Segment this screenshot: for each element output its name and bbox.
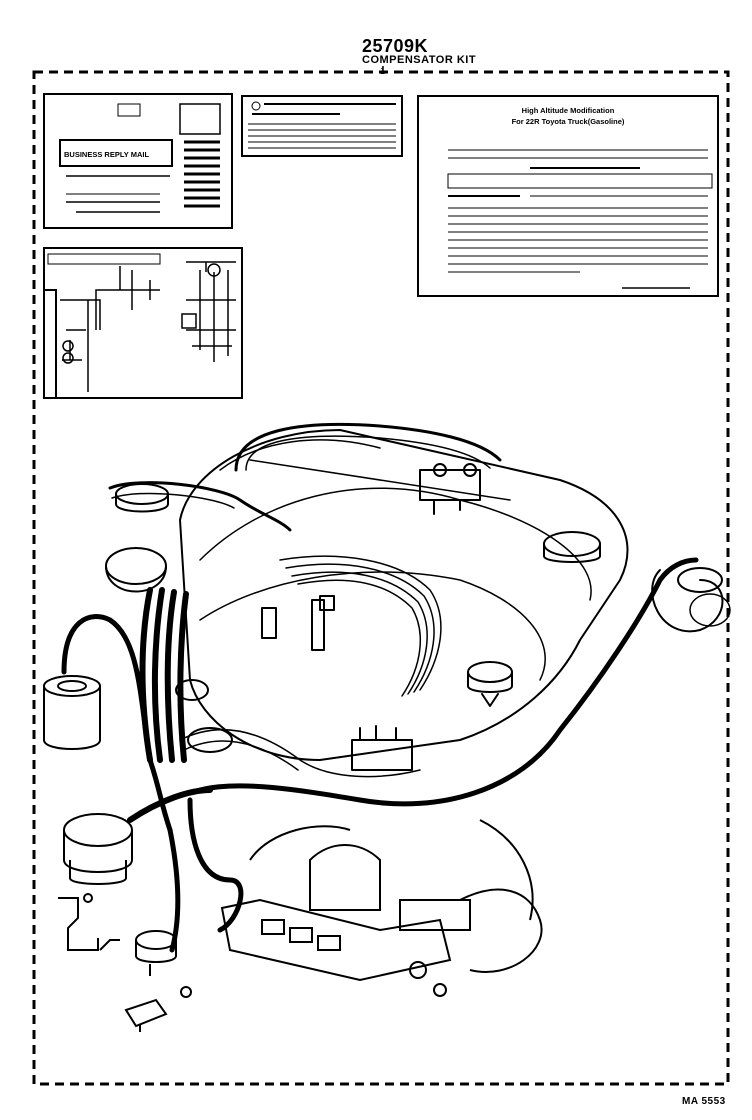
part-name: COMPENSATOR KIT	[362, 54, 477, 66]
high-altitude-title-2: For 22R Toyota Truck(Gasoline)	[512, 117, 625, 126]
high-altitude-title-1: High Altitude Modification	[522, 106, 615, 115]
reply-mail-card	[43, 93, 233, 229]
lower-components	[58, 813, 192, 1032]
kit-boundary	[32, 70, 730, 1086]
charcoal-canister	[43, 675, 101, 750]
business-reply-label: BUSINESS REPLY MAIL	[64, 150, 149, 159]
figure-code: MA 5553	[682, 1096, 726, 1107]
high-altitude-sheet	[417, 95, 719, 297]
engine-assembly	[105, 422, 731, 778]
vacuum-hose-label	[43, 247, 243, 399]
emission-label-card	[241, 95, 403, 157]
part-number: 25709K	[362, 36, 429, 56]
black-hoses	[61, 557, 699, 953]
vsv-bracket	[220, 819, 543, 997]
